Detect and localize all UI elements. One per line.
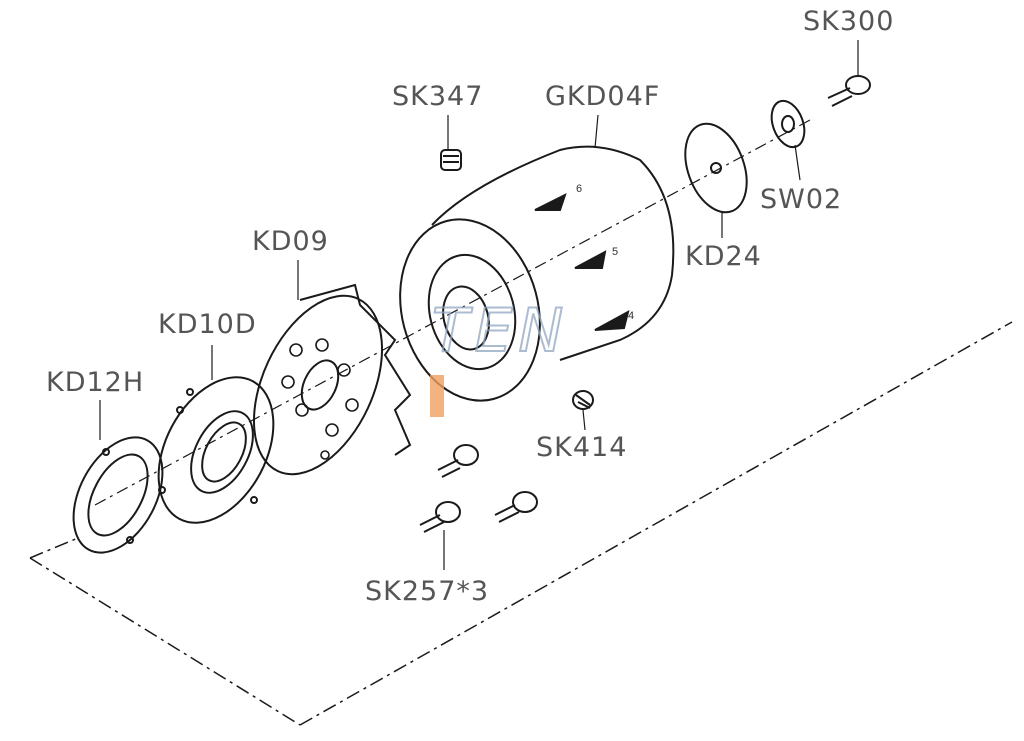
dial-mark-6: 6 — [576, 183, 583, 195]
label-kd10d: KD10D — [158, 309, 257, 340]
label-sk347: SK347 — [392, 81, 484, 112]
leader-lines — [99, 40, 859, 570]
assembly-axis — [94, 119, 811, 506]
watermark-logo: TEN — [431, 295, 570, 367]
dial-mark-4: 4 — [628, 310, 635, 322]
label-kd09: KD09 — [252, 226, 329, 257]
label-gkd04f: GKD04F — [545, 81, 661, 112]
sk300-screw — [827, 75, 871, 107]
base-plane — [29, 321, 1013, 726]
kd10d-flange — [157, 376, 275, 524]
label-sw02: SW02 — [760, 184, 843, 215]
sk347-setscrew — [440, 149, 462, 171]
label-sk257: SK257*3 — [365, 576, 490, 607]
kd09-fan — [252, 283, 412, 476]
kd12h-gasket — [72, 436, 164, 554]
watermark-orange-mark — [430, 375, 444, 417]
label-kd12h: KD12H — [46, 367, 145, 398]
sw02-spring-washer — [770, 99, 806, 149]
sk414-setscrew — [572, 390, 594, 410]
label-sk414: SK414 — [536, 432, 628, 463]
sk257-screw-3 — [494, 491, 538, 523]
sk257-screw-2 — [419, 501, 461, 533]
dial-mark-5: 5 — [612, 246, 619, 258]
kd24-washer — [684, 122, 748, 214]
gkd04f-drum — [399, 145, 675, 402]
label-sk300: SK300 — [803, 6, 895, 37]
sk257-screw-1 — [437, 444, 479, 478]
label-kd24: KD24 — [685, 241, 762, 272]
